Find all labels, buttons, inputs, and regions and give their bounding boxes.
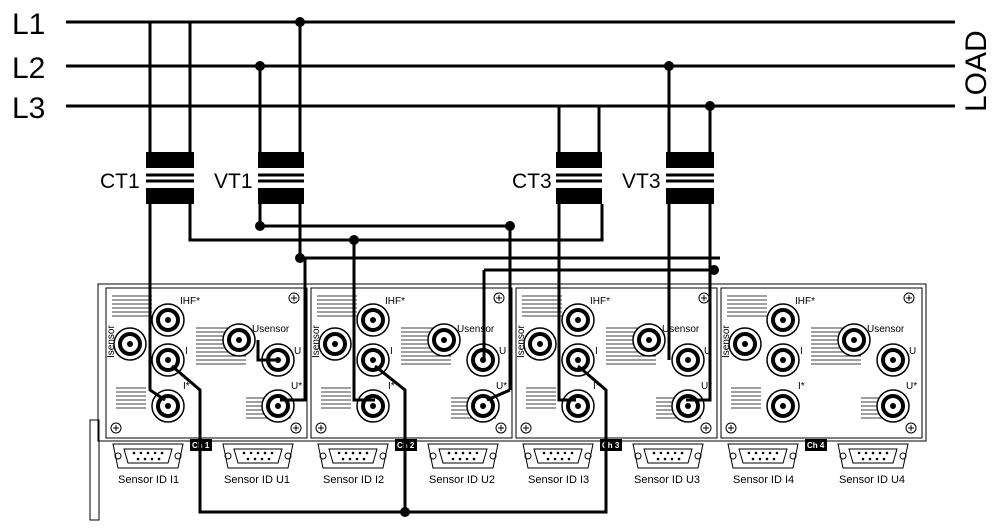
wire-vt3-primary <box>667 66 712 152</box>
sensor-id-u-connector[interactable] <box>427 443 499 469</box>
isensor-label: Isensor <box>311 325 322 358</box>
wire-ct1-to-input <box>148 305 166 402</box>
ustar-label: U* <box>291 381 302 392</box>
ct3-secondary-core <box>556 188 602 204</box>
ihf-label: IHF* <box>180 296 200 307</box>
label-vt1: VT1 <box>214 170 253 193</box>
isensor-label: Isensor <box>721 325 732 358</box>
usensor-label: Usensor <box>457 324 495 335</box>
vt3-primary-core <box>666 152 714 168</box>
label-l2: L2 <box>12 52 45 85</box>
sensor-id-u-label: Sensor ID U2 <box>429 474 495 486</box>
transformer-cores <box>146 152 714 204</box>
sensor-id-i-connector[interactable] <box>727 443 799 469</box>
sensor-id-i-connector[interactable] <box>522 443 594 469</box>
i-label: I <box>595 346 598 357</box>
panel-outline <box>97 283 927 442</box>
sensor-id-u-label: Sensor ID U1 <box>224 474 290 486</box>
ihf-label: IHF* <box>385 296 405 307</box>
wire-vt1-primary <box>258 22 302 152</box>
ct1-secondary-core <box>146 188 194 204</box>
ct1-primary-core <box>146 152 194 168</box>
usensor-label: Usensor <box>252 324 290 335</box>
istar-label: I* <box>388 381 395 392</box>
channel-label: Ch 4 <box>807 441 825 450</box>
wire-u3-bottom <box>486 388 511 402</box>
sensor-id-u-label: Sensor ID U3 <box>634 474 700 486</box>
istar-label: I* <box>183 381 190 392</box>
wire-ct3-primary <box>557 106 601 152</box>
panel-side-bracket <box>89 419 100 521</box>
wire-i2-return <box>374 364 407 512</box>
load-label: LOAD <box>960 30 993 112</box>
label-l3: L3 <box>12 92 45 125</box>
label-ct3: CT3 <box>512 170 552 193</box>
wire-u1-link <box>256 340 278 362</box>
i-label: I <box>185 346 188 357</box>
label-vt3: VT3 <box>622 170 661 193</box>
sensor-id-u-connector[interactable] <box>632 443 704 469</box>
sensor-id-i-label: Sensor ID I4 <box>733 474 794 486</box>
sensor-id-i-label: Sensor ID I2 <box>323 474 384 486</box>
ihf-label: IHF* <box>590 296 610 307</box>
label-l1: L1 <box>12 8 45 41</box>
u-label: U <box>294 346 301 357</box>
sensor-id-u-label: Sensor ID U4 <box>839 474 905 486</box>
wire-ct1-secondary-l <box>188 204 604 242</box>
label-ct1: CT1 <box>100 170 140 193</box>
wire-u3-link <box>484 268 716 274</box>
u-label: U <box>909 346 916 357</box>
wire-vt1-secondary-a <box>258 204 512 390</box>
istar-label: I* <box>593 381 600 392</box>
u-label: U <box>499 346 506 357</box>
sensor-id-i-connector[interactable] <box>112 443 184 469</box>
isensor-label: Isensor <box>106 325 117 358</box>
ustar-label: U* <box>701 381 712 392</box>
u-label: U <box>704 346 711 357</box>
vt3-secondary-core <box>666 188 714 204</box>
usensor-label: Usensor <box>662 324 700 335</box>
sensor-id-u-connector[interactable] <box>222 443 294 469</box>
sensor-id-i-connector[interactable] <box>317 443 389 469</box>
sensor-id-i-label: Sensor ID I1 <box>118 474 179 486</box>
vt1-primary-core <box>258 152 304 168</box>
isensor-label: Isensor <box>516 325 527 358</box>
ct3-primary-core <box>556 152 602 168</box>
i-label: I <box>390 346 393 357</box>
ustar-label: U* <box>496 381 507 392</box>
wire-u2-link <box>352 240 375 402</box>
sensor-id-u-connector[interactable] <box>837 443 909 469</box>
channel-label: Ch 3 <box>602 441 620 450</box>
wire-ct1-primary <box>66 20 192 152</box>
channel-badge <box>805 439 827 451</box>
junctions <box>255 17 719 517</box>
ustar-label: U* <box>906 381 917 392</box>
istar-label: I* <box>798 381 805 392</box>
usensor-label: Usensor <box>867 324 905 335</box>
vt1-secondary-core <box>258 188 304 204</box>
i-label: I <box>800 346 803 357</box>
ihf-label: IHF* <box>795 296 815 307</box>
sensor-id-i-label: Sensor ID I3 <box>528 474 589 486</box>
phase-conductors <box>66 20 955 108</box>
